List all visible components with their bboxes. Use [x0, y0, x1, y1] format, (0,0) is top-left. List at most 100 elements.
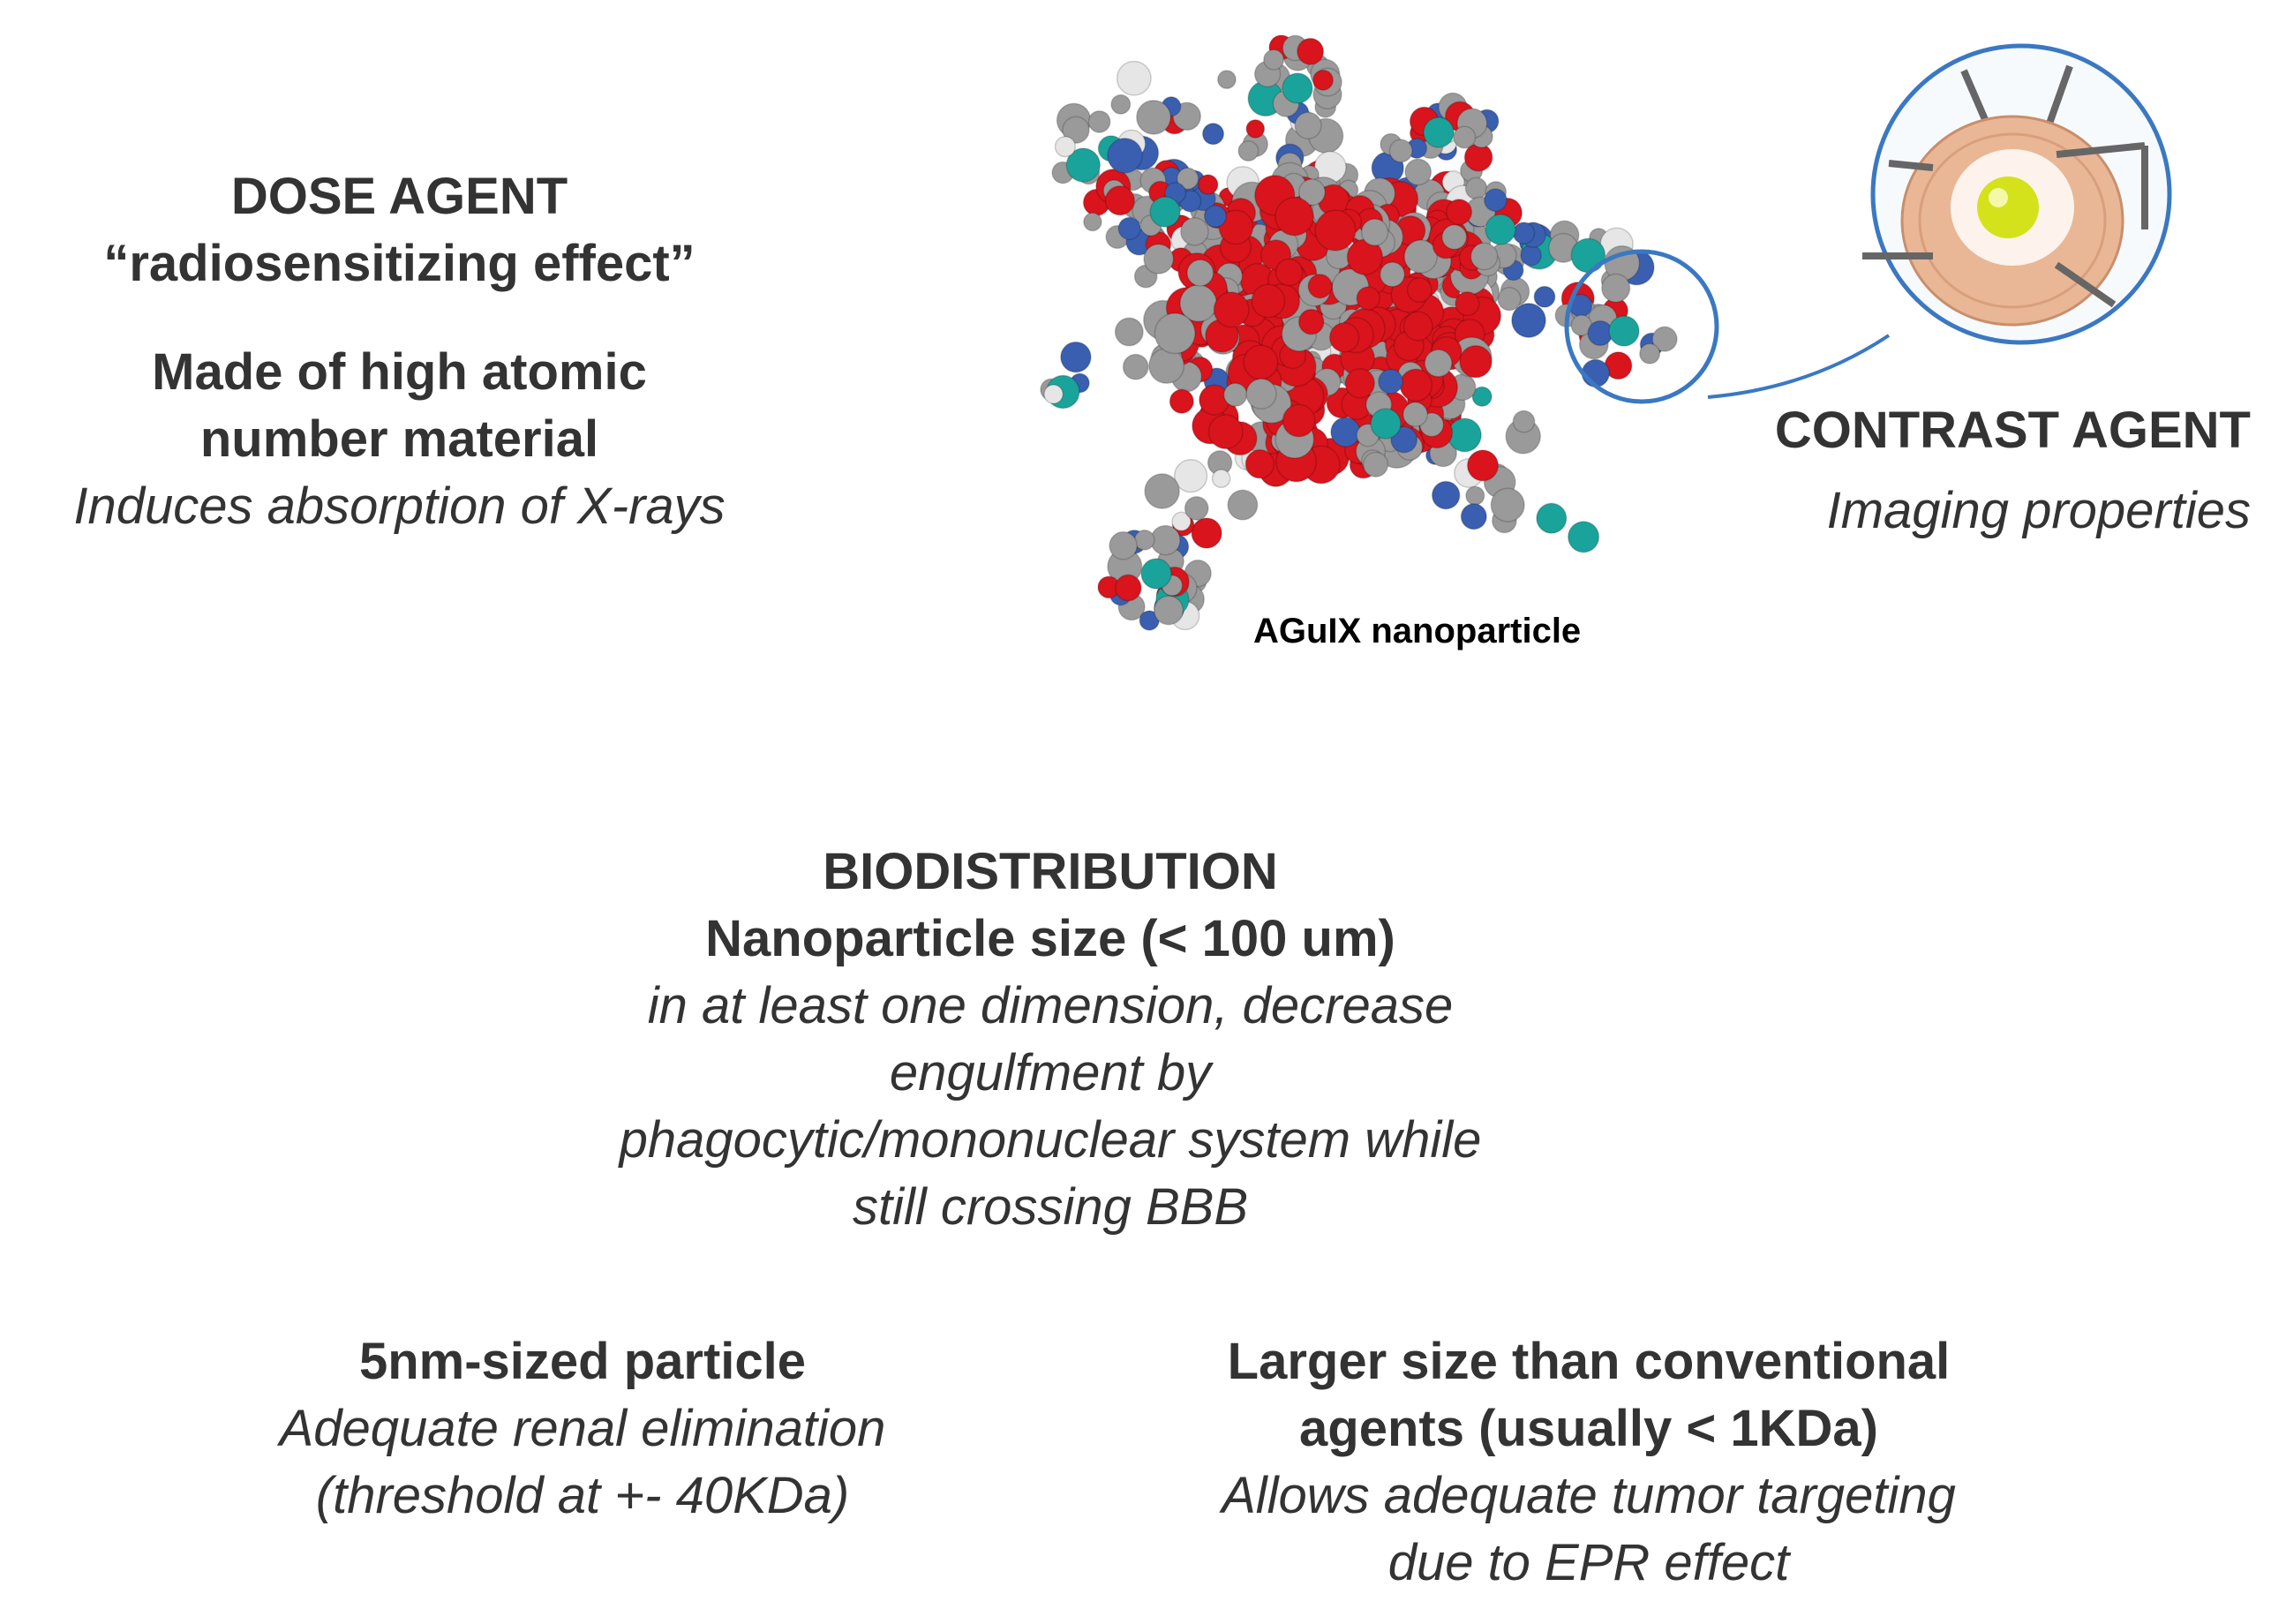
- atom: [1173, 459, 1208, 493]
- molecular-model: [1040, 34, 1678, 631]
- atom: [1251, 283, 1286, 319]
- biodistribution-line: engulfment by: [889, 1044, 1212, 1101]
- atom: [1140, 558, 1172, 590]
- atom: [1466, 449, 1500, 482]
- callout-connector: [1707, 334, 1891, 399]
- contrast-agent-block: CONTRAST AGENT Imaging properties: [1775, 397, 2251, 545]
- atom: [1497, 287, 1522, 312]
- atom: [1211, 469, 1231, 489]
- atom: [1218, 209, 1254, 245]
- atom: [1314, 209, 1357, 252]
- large-size-block: Larger size than conventional agents (us…: [1147, 1328, 2030, 1597]
- atom: [1149, 196, 1181, 228]
- atom: [1116, 60, 1152, 96]
- atom: [1402, 402, 1428, 427]
- atom: [1465, 485, 1485, 506]
- atom: [1213, 291, 1250, 328]
- atom: [1639, 342, 1661, 365]
- small-particle-line: (threshold at +- 40KDa): [315, 1467, 850, 1524]
- atom: [1171, 511, 1192, 532]
- biodistribution-line: in at least one dimension, decrease: [647, 977, 1454, 1034]
- atom: [1399, 368, 1433, 402]
- atom: [1207, 414, 1244, 450]
- large-size-title-line: Larger size than conventional: [1227, 1333, 1951, 1390]
- atom: [1104, 185, 1136, 216]
- atom: [1298, 178, 1326, 207]
- atom: [1533, 285, 1556, 308]
- atom: [1520, 244, 1542, 267]
- atom: [1431, 480, 1461, 510]
- atom: [1245, 378, 1277, 410]
- atom: [1402, 311, 1433, 342]
- atom: [1282, 403, 1316, 438]
- atom: [1424, 349, 1453, 378]
- atom: [1110, 94, 1132, 115]
- biodistribution-line: phagocytic/mononuclear system while: [619, 1111, 1482, 1169]
- atom: [1441, 224, 1468, 251]
- atom: [1651, 326, 1678, 352]
- atom: [1297, 308, 1325, 335]
- atom: [1470, 242, 1499, 271]
- biodistribution-subtitle: Nanoparticle size (< 100 um): [705, 910, 1395, 967]
- dose-agent-note: Induces absorption of X-rays: [73, 477, 726, 535]
- atom: [1403, 239, 1439, 274]
- atom: [1447, 417, 1482, 453]
- atom: [1464, 177, 1488, 200]
- chelate-callout: [1564, 43, 2172, 404]
- atom: [1370, 408, 1402, 440]
- atom: [1245, 118, 1266, 139]
- atom: [1446, 199, 1473, 226]
- atom: [1065, 147, 1102, 183]
- atom: [1453, 125, 1477, 149]
- atom: [1083, 212, 1102, 232]
- atom: [1297, 37, 1325, 65]
- dose-agent-line-2: number material: [199, 410, 599, 468]
- chelate-highlight-circle: [1564, 249, 1719, 404]
- atom: [1203, 204, 1228, 229]
- atom: [1197, 174, 1219, 195]
- large-size-title-line: agents (usually < 1KDa): [1299, 1400, 1878, 1457]
- chelate-ring-model: [1862, 64, 2148, 327]
- gadolinium-core: [1977, 177, 2039, 238]
- atom: [1117, 216, 1141, 241]
- atom: [1243, 344, 1279, 380]
- atom: [1388, 139, 1413, 163]
- atom: [1406, 277, 1433, 304]
- dose-agent-line-1: Made of high atomic: [152, 343, 647, 401]
- atom: [1328, 322, 1360, 353]
- small-particle-title: 5nm-sized particle: [358, 1333, 807, 1390]
- biodistribution-block: BIODISTRIBUTION Nanoparticle size (< 100…: [494, 838, 1606, 1241]
- atom: [1460, 503, 1487, 530]
- atom: [1169, 388, 1194, 414]
- atom: [1054, 135, 1077, 158]
- atom: [1176, 167, 1199, 191]
- dose-agent-block: DOSE AGENT “radiosensitizing effect” Mad…: [0, 163, 799, 540]
- atom: [1180, 216, 1209, 246]
- dose-agent-title: DOSE AGENT: [230, 168, 568, 225]
- atom: [1471, 386, 1493, 407]
- atom: [1360, 218, 1389, 246]
- atom: [1344, 368, 1376, 399]
- atom: [1459, 344, 1493, 379]
- atom: [1216, 70, 1237, 90]
- atom: [1356, 286, 1380, 311]
- atom: [1512, 410, 1536, 433]
- atom: [1150, 524, 1181, 556]
- atom: [1143, 243, 1175, 274]
- atom: [1330, 417, 1361, 447]
- atom: [1390, 425, 1418, 454]
- atom: [1570, 237, 1606, 274]
- biodistribution-title: BIODISTRIBUTION: [823, 843, 1278, 900]
- contrast-agent-title: CONTRAST AGENT: [1774, 402, 2251, 459]
- atom: [1455, 290, 1480, 317]
- atom: [1087, 109, 1111, 133]
- atom: [1191, 517, 1222, 549]
- large-size-line: due to EPR effect: [1387, 1534, 1790, 1591]
- atom: [1512, 222, 1536, 244]
- atom: [1222, 382, 1248, 407]
- atom: [1404, 158, 1433, 186]
- atom: [1043, 384, 1064, 404]
- atom: [1154, 312, 1196, 355]
- atom: [1186, 259, 1214, 287]
